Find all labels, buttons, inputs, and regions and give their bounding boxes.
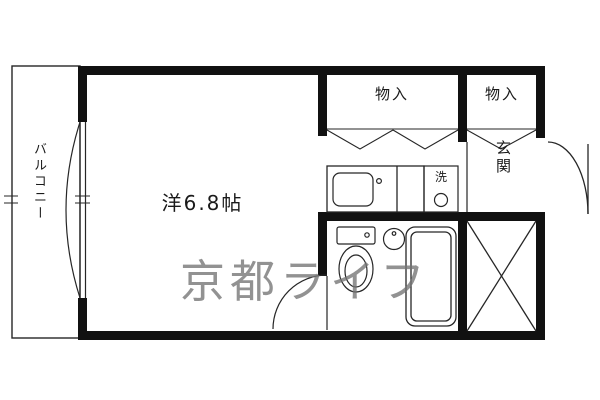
balcony-label: バルコニー — [31, 142, 46, 222]
bathroom-door-arc — [272, 274, 328, 330]
entrance-door-arc — [547, 141, 589, 215]
storage-left-label: 物入 — [374, 85, 409, 103]
washer-pan — [423, 165, 459, 213]
walls — [78, 66, 545, 340]
toilet — [336, 226, 376, 293]
washer-label: 洗 — [434, 170, 447, 184]
balcony-window-lines — [79, 122, 87, 298]
bathtub — [405, 226, 457, 327]
kitchen-counter — [326, 165, 425, 213]
pipe-space-x — [466, 220, 537, 332]
kitchen-sink — [332, 172, 383, 207]
storage-right-label: 物入 — [484, 85, 519, 103]
faucet-icon — [376, 178, 383, 185]
washer-drain-icon — [433, 192, 449, 208]
window-tick-marks — [4, 195, 90, 204]
storage-door-chevrons — [326, 128, 537, 150]
balcony-window-arc — [65, 121, 81, 299]
entrance-label: 玄関 — [494, 140, 512, 176]
room-label: 洋6.8帖 — [161, 191, 244, 215]
wash-basin — [382, 227, 406, 251]
watermark-text: 京都ライフ — [179, 255, 430, 308]
